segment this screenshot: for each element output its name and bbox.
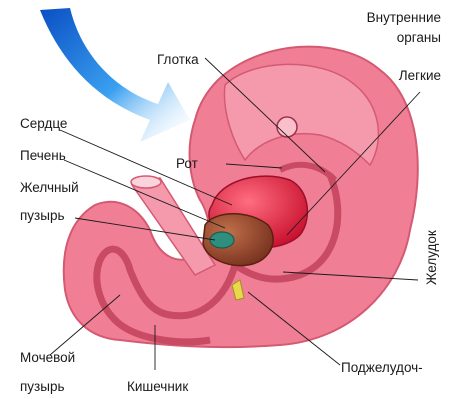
label-lungs: Легкие bbox=[399, 68, 441, 83]
label-bladder-1: Мочевой bbox=[20, 350, 75, 365]
label-liver: Печень bbox=[20, 148, 66, 163]
label-stomach: Желудок bbox=[424, 230, 439, 285]
label-gallbladder-1: Желчный bbox=[20, 180, 79, 195]
label-heart: Сердце bbox=[20, 116, 67, 131]
label-pharynx: Глотка bbox=[157, 52, 199, 67]
label-internal-organs-1: Внутренние bbox=[367, 10, 441, 25]
yolk-stalk-opening bbox=[131, 176, 161, 188]
label-gallbladder-2: пузырь bbox=[20, 208, 65, 223]
eye-circle bbox=[277, 117, 297, 137]
label-pancreas: Поджелудоч- bbox=[341, 360, 423, 375]
label-intestine: Кишечник bbox=[127, 379, 188, 394]
label-internal-organs-2: органы bbox=[397, 30, 441, 45]
label-bladder-2: пузырь bbox=[20, 379, 65, 394]
label-mouth: Рот bbox=[176, 156, 198, 171]
